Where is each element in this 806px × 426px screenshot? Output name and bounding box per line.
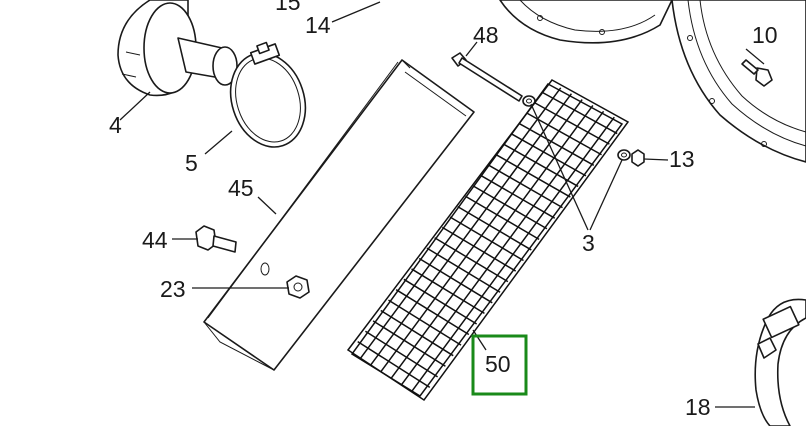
mesh-wire bbox=[465, 195, 540, 240]
mesh-wire bbox=[380, 309, 454, 357]
mesh-wire bbox=[411, 268, 485, 315]
part-23-drawing bbox=[286, 275, 310, 299]
mesh-wire bbox=[395, 289, 470, 336]
callout-5[interactable]: 5 bbox=[185, 150, 198, 176]
callout-23[interactable]: 23 bbox=[160, 276, 186, 302]
callout-14[interactable]: 14 bbox=[305, 12, 331, 38]
callout-3[interactable]: 3 bbox=[582, 230, 595, 256]
part-50-drawing bbox=[346, 79, 630, 402]
mesh-wire bbox=[472, 185, 548, 230]
callout-13[interactable]: 13 bbox=[669, 146, 695, 172]
mesh-wire bbox=[418, 257, 493, 304]
mesh-wire bbox=[400, 110, 605, 386]
callout-50[interactable]: 50 bbox=[485, 351, 511, 377]
mesh-wire bbox=[403, 278, 478, 325]
mesh-wire bbox=[411, 116, 615, 392]
callout-10[interactable]: 10 bbox=[752, 22, 778, 48]
part-18-drawing bbox=[754, 298, 806, 426]
mesh-wire bbox=[359, 87, 562, 360]
mesh-wire bbox=[372, 320, 446, 367]
mesh-wire bbox=[441, 226, 517, 272]
mesh-wire bbox=[518, 122, 595, 166]
part-4-drawing bbox=[117, 0, 238, 97]
mesh-wire bbox=[388, 299, 462, 346]
leader-lines bbox=[119, 1, 765, 408]
mesh-wire bbox=[434, 237, 509, 283]
part-48-drawing bbox=[451, 52, 523, 102]
mesh-wire bbox=[457, 205, 532, 251]
callout-48[interactable]: 48 bbox=[473, 22, 499, 48]
mesh-wire bbox=[357, 340, 431, 389]
mesh-wire bbox=[495, 154, 571, 198]
callout-15[interactable]: 15 bbox=[275, 0, 301, 15]
callout-4[interactable]: 4 bbox=[109, 112, 122, 138]
mesh-wire bbox=[526, 112, 602, 156]
mesh-wire bbox=[380, 99, 583, 373]
mesh-wire bbox=[480, 174, 556, 219]
mesh-wire bbox=[369, 93, 573, 366]
callout-18[interactable]: 18 bbox=[685, 394, 711, 420]
part-5-drawing bbox=[229, 41, 307, 148]
part-13-drawing bbox=[631, 149, 645, 167]
mesh-wire bbox=[390, 104, 594, 379]
part-10-drawing bbox=[741, 59, 773, 87]
mesh-wire bbox=[534, 102, 610, 145]
highlight-box bbox=[471, 334, 528, 396]
mesh-wire bbox=[426, 247, 501, 293]
mesh-wire bbox=[541, 91, 618, 135]
callout-44[interactable]: 44 bbox=[142, 227, 168, 253]
callout-45[interactable]: 45 bbox=[228, 175, 254, 201]
mesh-wire bbox=[364, 330, 439, 378]
mesh-wire bbox=[511, 133, 587, 177]
mesh-wire bbox=[449, 216, 524, 262]
part-45-drawing bbox=[203, 59, 475, 371]
part-44-drawing bbox=[195, 225, 237, 253]
housing-drawing bbox=[499, 0, 806, 163]
mesh-wire bbox=[488, 164, 563, 209]
